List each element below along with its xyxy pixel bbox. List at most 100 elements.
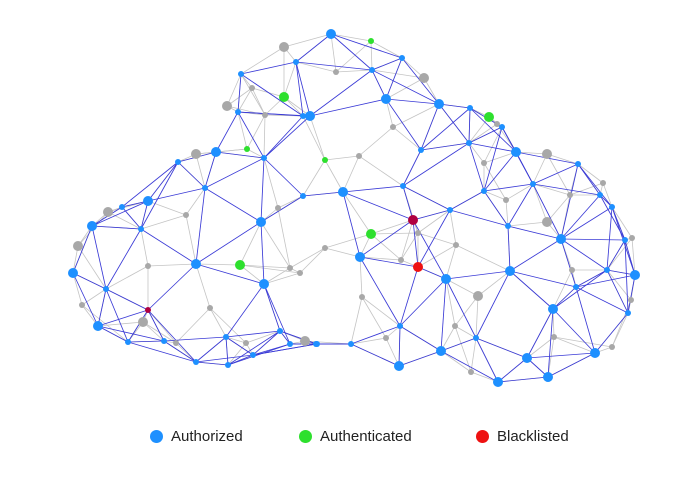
authorized-node xyxy=(211,147,221,157)
inactive-node xyxy=(609,344,615,350)
inactive-link xyxy=(299,247,326,274)
authorized-link xyxy=(260,221,265,285)
inactive-link xyxy=(359,256,363,298)
authorized-link xyxy=(532,163,579,185)
authorized-link xyxy=(72,272,99,327)
inactive-link xyxy=(263,272,301,285)
authorized-link xyxy=(225,336,229,366)
authorized-link xyxy=(295,61,311,117)
authorized-link xyxy=(575,286,596,354)
inactive-link xyxy=(440,350,472,373)
authorized-node xyxy=(277,328,283,334)
inactive-link xyxy=(283,96,311,117)
inactive-link xyxy=(195,263,211,309)
authorized-node xyxy=(68,268,78,278)
authorized-node xyxy=(630,270,640,280)
inactive-link xyxy=(445,278,479,297)
authorized-link xyxy=(127,340,165,343)
inactive-node xyxy=(452,323,458,329)
inactive-link xyxy=(454,295,479,327)
authorized-node xyxy=(394,361,404,371)
inactive-link xyxy=(477,270,511,297)
authorized-link xyxy=(526,308,554,359)
authorized-link xyxy=(606,269,629,314)
inactive-link xyxy=(263,267,291,285)
authorized-link xyxy=(295,61,304,117)
inactive-node xyxy=(415,230,421,236)
authorized-link xyxy=(240,73,304,117)
authorized-node xyxy=(575,161,581,167)
inactive-node xyxy=(600,180,606,186)
authorized-link xyxy=(606,239,626,271)
authorized-node xyxy=(287,341,293,347)
authorized-node xyxy=(548,304,558,314)
inactive-link xyxy=(277,195,304,209)
inactive-link xyxy=(417,209,451,234)
authorized-link xyxy=(420,107,471,151)
inactive-link xyxy=(483,151,517,164)
inactive-link xyxy=(283,33,332,48)
inactive-node xyxy=(249,85,255,91)
authorized-link xyxy=(263,283,281,332)
authorized-link xyxy=(127,309,149,343)
inactive-link xyxy=(370,232,419,235)
inactive-link xyxy=(302,159,326,197)
authorized-link xyxy=(449,190,485,211)
authorized-link xyxy=(240,61,297,75)
inactive-link xyxy=(283,61,297,98)
authorized-link xyxy=(204,157,265,189)
inactive-node xyxy=(262,112,268,118)
authorized-node xyxy=(530,181,536,187)
inactive-link xyxy=(631,237,636,276)
authorized-link xyxy=(263,283,291,345)
authorized-link xyxy=(412,219,419,268)
authorized-link xyxy=(412,209,451,221)
authorized-node xyxy=(436,346,446,356)
authorized-node xyxy=(261,155,267,161)
authorized-link xyxy=(204,151,217,189)
authorized-link xyxy=(147,263,197,311)
inactive-link xyxy=(553,336,596,354)
inactive-link xyxy=(454,325,472,373)
inactive-link xyxy=(611,206,633,239)
authorized-link xyxy=(440,337,477,352)
inactive-link xyxy=(423,77,440,105)
authorized-link xyxy=(412,219,447,280)
inactive-link xyxy=(370,219,414,235)
authorized-link xyxy=(97,309,149,327)
authorized-link xyxy=(509,270,554,310)
inactive-link xyxy=(552,269,573,310)
authorized-link xyxy=(330,33,403,59)
authorized-link xyxy=(342,191,361,258)
authorized-link xyxy=(342,191,414,221)
authorized-link xyxy=(195,361,229,366)
inactive-node xyxy=(628,297,634,303)
inactive-link xyxy=(370,40,403,59)
authorized-link xyxy=(359,256,419,268)
authorized-node xyxy=(609,204,615,210)
authorized-node xyxy=(499,124,505,130)
inactive-link xyxy=(455,244,511,272)
authorized-link xyxy=(195,354,254,363)
authorized-link xyxy=(560,238,626,241)
inactive-node xyxy=(356,153,362,159)
authorized-node xyxy=(119,204,125,210)
inactive-link xyxy=(251,87,266,116)
inactive-node xyxy=(551,334,557,340)
inactive-node xyxy=(300,336,310,346)
inactive-link xyxy=(532,183,548,223)
authorized-link xyxy=(263,115,304,159)
authorized-link xyxy=(359,219,414,258)
authorized-link xyxy=(560,238,577,288)
inactive-node xyxy=(275,205,281,211)
authorized-link xyxy=(606,206,613,271)
inactive-link xyxy=(237,87,253,113)
inactive-link xyxy=(309,115,326,161)
authenticated-node xyxy=(235,260,245,270)
authorized-link xyxy=(237,111,265,159)
inactive-link xyxy=(370,40,373,71)
authenticated-node xyxy=(322,157,328,163)
inactive-link xyxy=(358,155,404,187)
authorized-node xyxy=(556,234,566,244)
inactive-link xyxy=(246,148,265,159)
